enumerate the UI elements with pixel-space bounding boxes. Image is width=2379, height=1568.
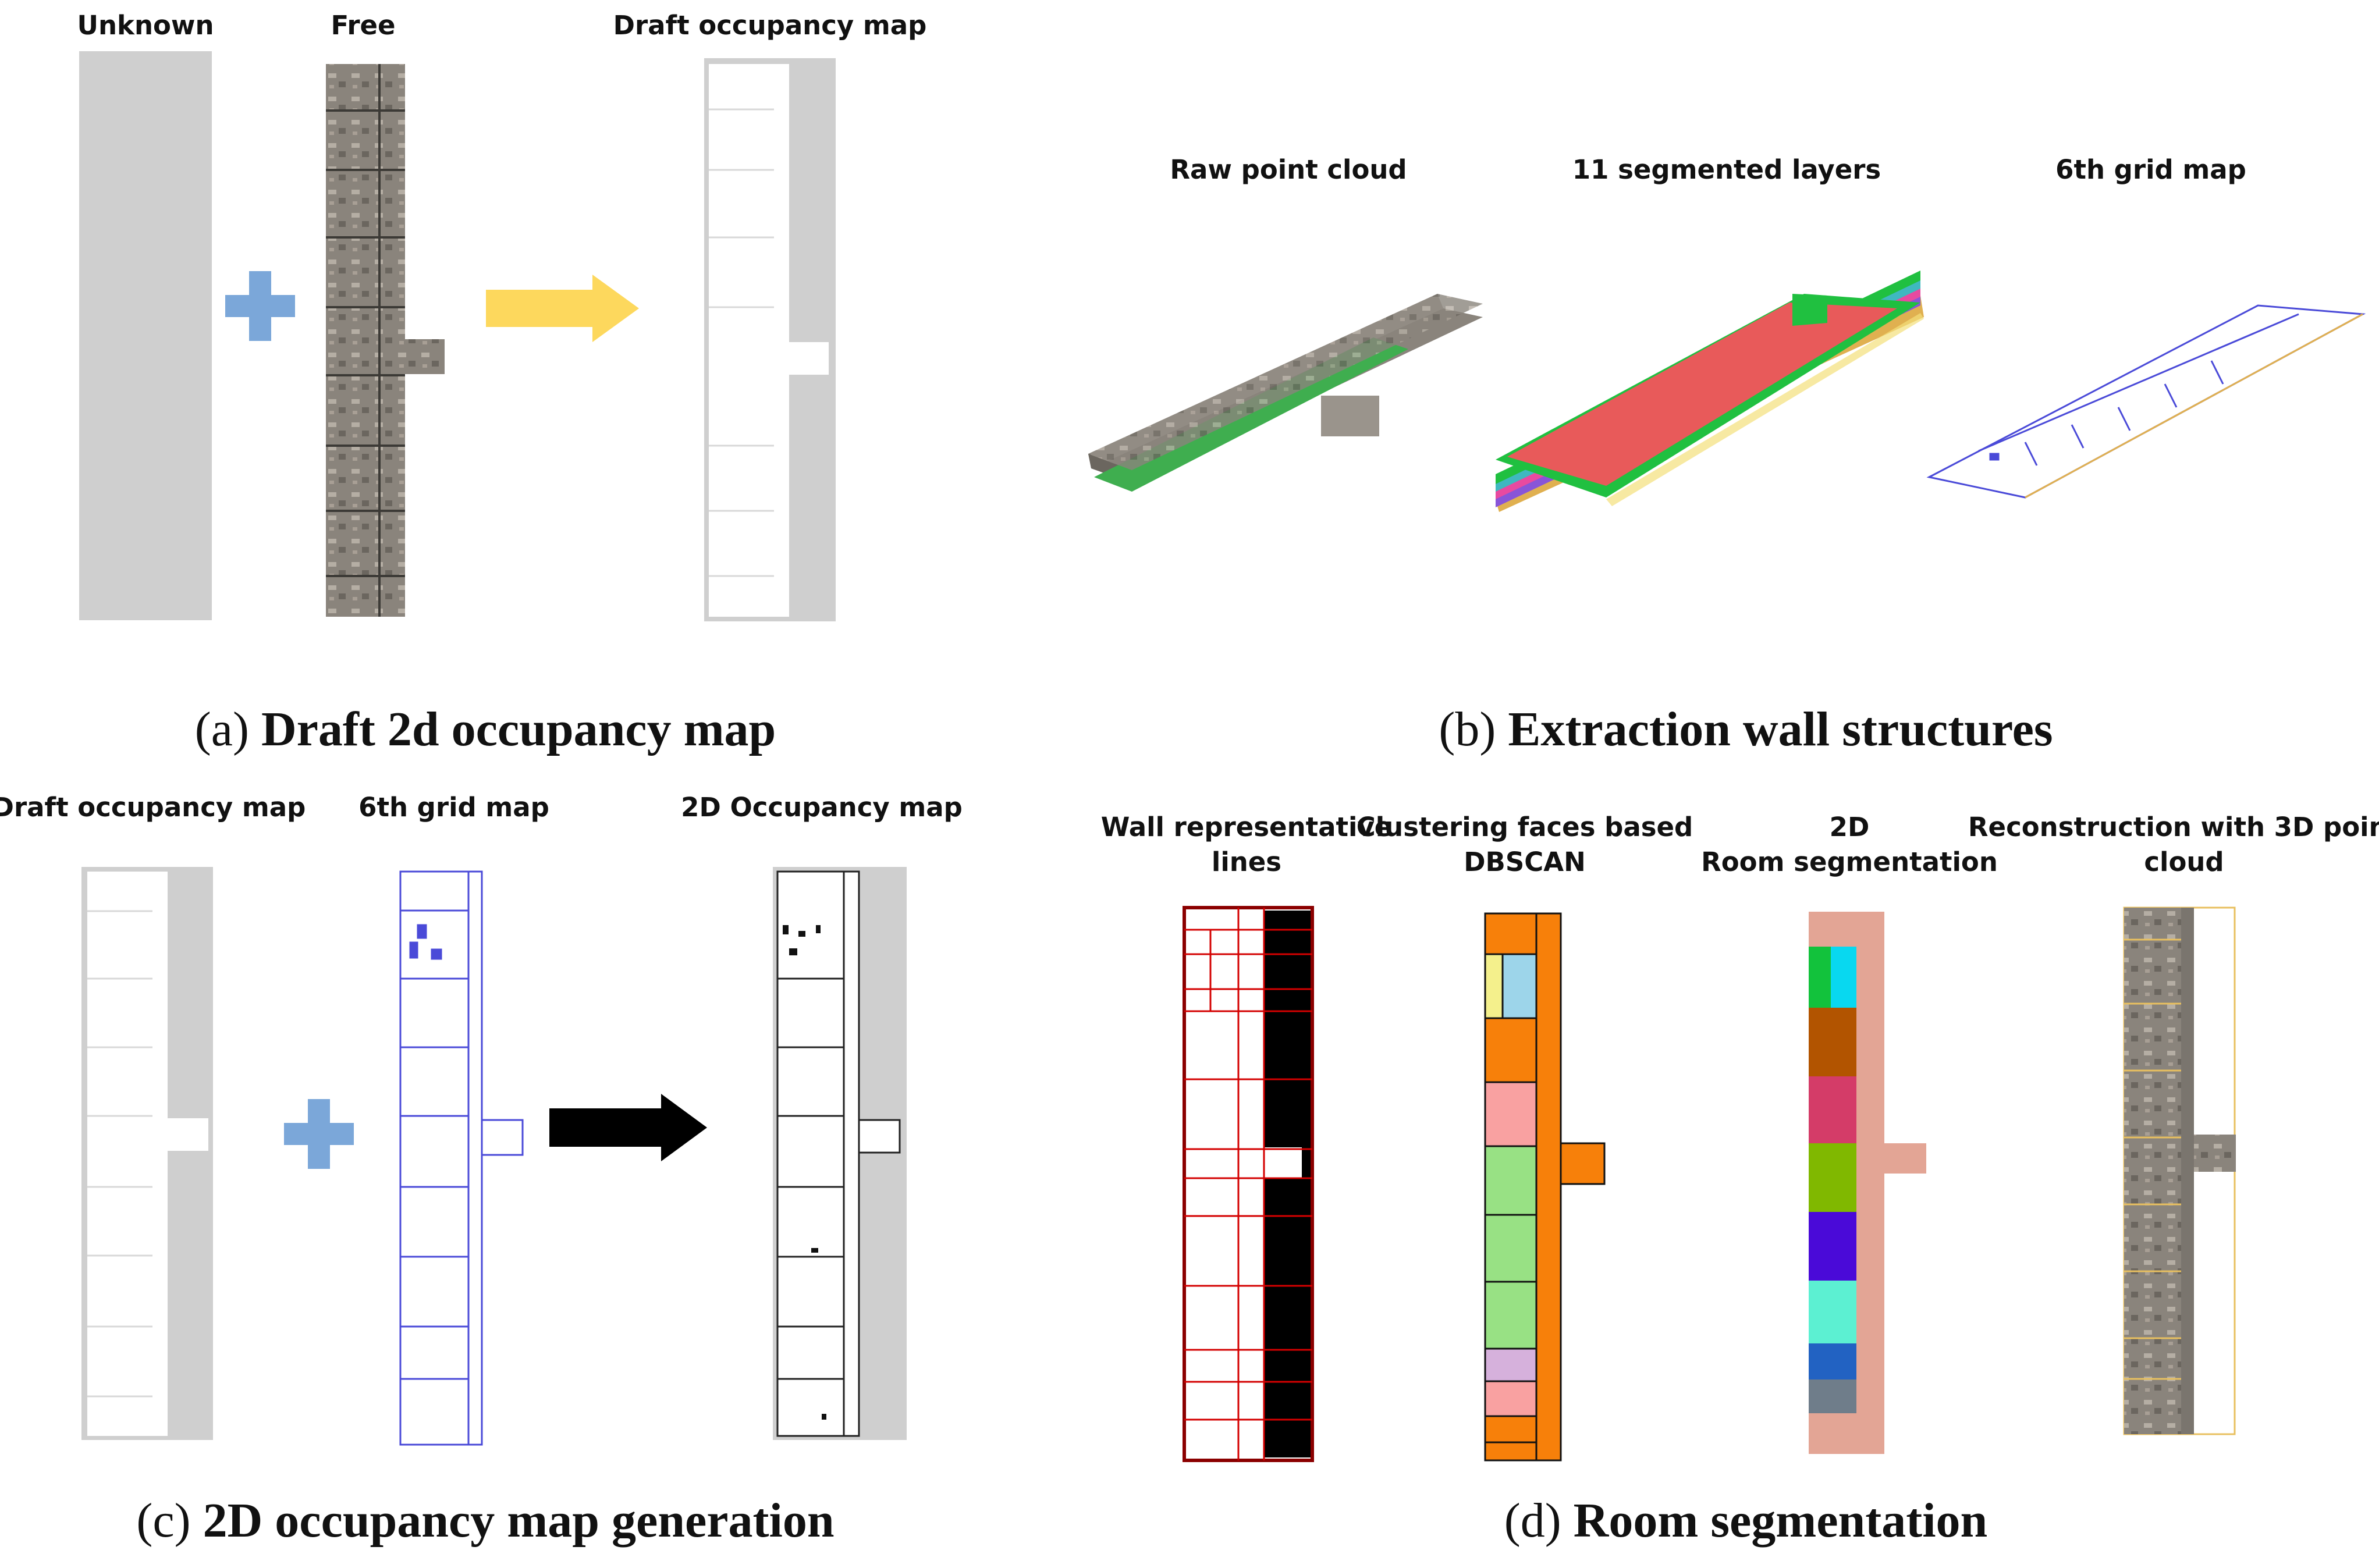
segmented-room [1809,1008,1856,1076]
label-unknown: Unknown [77,10,214,41]
free-point-cloud-strip [326,64,445,617]
cluster-room [1484,953,1504,1019]
draft-occupancy-map-a [704,58,836,621]
label-2d-occupancy-map: 2D Occupancy map [681,792,963,823]
label-raw-point-cloud: Raw point cloud [1170,154,1407,185]
raw-point-cloud-3d [1088,294,1483,492]
segmented-room [1809,1281,1856,1343]
segmented-layers-3d [1496,271,1924,512]
room-segmentation-map [1809,912,1926,1454]
clustering-faces-map [1484,912,1606,1462]
label-grid-map-b: 6th grid map [2055,154,2246,185]
cluster-room [1501,953,1538,1019]
caption-b: (b) Extraction wall structures [1439,702,2053,756]
blue-plus-icon-c [284,1099,354,1169]
label-free: Free [331,10,396,41]
occupancy-map-c [773,867,907,1440]
segmented-room [1809,1076,1856,1143]
segmented-room [1809,1143,1856,1212]
cluster-room [1484,1214,1538,1283]
caption-c: (c) 2D occupancy map generation [136,1494,835,1548]
draft-occupancy-map-c [81,867,213,1440]
cluster-room [1484,1081,1538,1147]
wall-representative-lines-map [1183,906,1314,1462]
label-draft-occupancy-map-a: Draft occupancy map [613,10,927,41]
unknown-gray-block [79,51,212,620]
segmented-room [1809,947,1831,1008]
segmented-room [1809,1379,1856,1413]
cluster-room [1484,1281,1538,1350]
label-grid-map-c: 6th grid map [358,792,549,823]
cluster-room [1484,1347,1538,1382]
segmented-room [1809,1343,1856,1379]
caption-d: (d) Room segmentation [1504,1494,1988,1548]
segmented-room [1831,947,1856,1008]
caption-a: (a) Draft 2d occupancy map [194,702,776,756]
reconstruction-point-cloud-map [2123,906,2236,1435]
label-segmented-layers: 11 segmented layers [1572,154,1881,185]
segmented-room [1809,1212,1856,1281]
blue-plus-icon-a [225,271,295,341]
cluster-room [1484,1145,1538,1216]
cluster-room [1484,1017,1538,1083]
grid-map-c [399,870,524,1446]
black-arrow-icon [549,1094,707,1161]
cluster-room [1484,1415,1538,1443]
cluster-room [1484,1380,1538,1417]
yellow-arrow-icon [486,275,639,342]
label-draft-occupancy-map-c: Draft occupancy map [0,792,306,823]
grid-map-3d [1926,304,2366,499]
